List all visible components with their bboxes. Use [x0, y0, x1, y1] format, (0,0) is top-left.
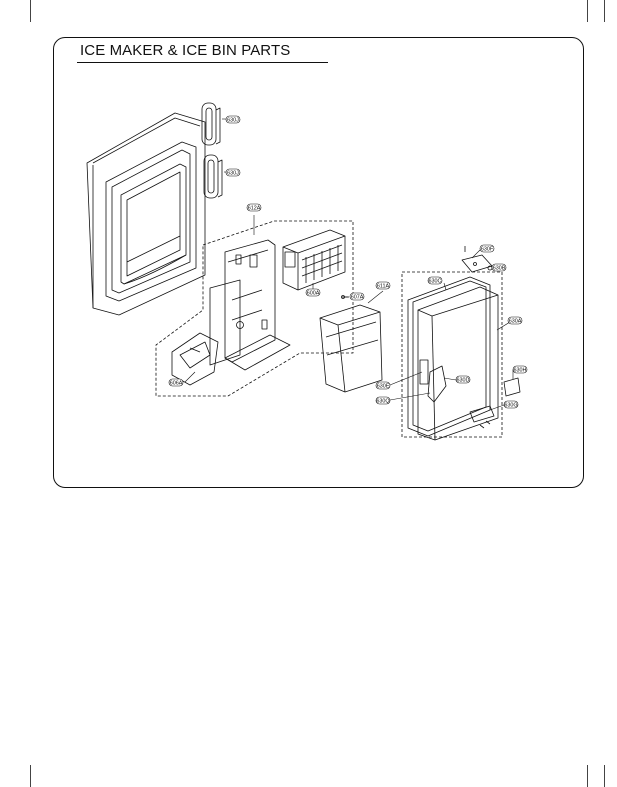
callout-612A: 612A	[246, 203, 262, 211]
callout-600A: 600A	[305, 288, 321, 296]
part-600A-ice-maker	[282, 229, 346, 291]
callout-630D: 630D	[455, 375, 471, 383]
part-630E-latch	[419, 359, 429, 385]
part-630D-handle	[427, 365, 447, 403]
callout-630G: 630G	[503, 400, 519, 408]
callout-630H: 630H	[512, 365, 528, 373]
page-title: ICE MAKER & ICE BIN PARTS	[80, 42, 291, 59]
svg-text:612A: 612A	[248, 205, 261, 211]
callout-630C: 630C	[427, 276, 443, 284]
callout-630Q: 630Q	[375, 396, 391, 404]
svg-text:630J: 630J	[227, 170, 239, 176]
diagram-frame	[53, 37, 584, 488]
crop-mark-bottom-left	[30, 765, 31, 787]
svg-text:630C: 630C	[429, 278, 442, 284]
leader-lines	[184, 118, 514, 411]
svg-text:630B: 630B	[493, 265, 506, 271]
part-630J-lower-gasket	[203, 154, 223, 199]
part-630C-gasket	[407, 276, 491, 437]
callout-630E: 630E	[375, 381, 391, 389]
svg-text:600A: 600A	[307, 290, 320, 296]
part-630A-bin-door	[417, 286, 499, 441]
svg-text:607A: 607A	[351, 294, 364, 300]
crop-mark-top-left	[30, 0, 31, 22]
part-630G-bracket	[469, 405, 495, 429]
callout-630A: 630A	[507, 316, 523, 324]
part-606A-cover	[171, 332, 219, 386]
callout-630J-bottom: 630J	[225, 168, 241, 176]
svg-text:630G: 630G	[504, 402, 517, 408]
svg-text:606A: 606A	[170, 380, 183, 386]
callout-labels: 630J 630J 612A 600A 607A 611A 606A 630F	[168, 115, 528, 408]
svg-text:630A: 630A	[509, 318, 522, 324]
door-panel	[86, 112, 206, 316]
part-630H-clip	[503, 377, 521, 397]
assembly-630-boundary	[401, 271, 503, 438]
part-612A-bracket	[209, 239, 291, 371]
svg-text:630D: 630D	[457, 377, 470, 383]
crop-mark-right-lower	[604, 765, 605, 787]
part-630J-upper-gasket	[201, 102, 221, 146]
svg-text:630E: 630E	[377, 383, 390, 389]
svg-text:611A: 611A	[377, 283, 390, 289]
part-611A-bin-front	[319, 304, 383, 393]
assembly-612A-boundary	[155, 220, 354, 397]
title-underline	[77, 62, 328, 64]
callout-630J-top: 630J	[225, 115, 241, 123]
callout-630F: 630F	[479, 244, 495, 252]
crop-mark-top-right	[587, 0, 588, 22]
svg-text:630Q: 630Q	[376, 398, 389, 404]
callout-630B: 630B	[491, 263, 507, 271]
crop-mark-bottom-right	[587, 765, 588, 787]
svg-text:630H: 630H	[514, 367, 527, 373]
crop-mark-right-upper	[604, 0, 605, 22]
callout-607A: 607A	[349, 292, 365, 300]
callout-606A: 606A	[168, 378, 184, 386]
svg-text:630J: 630J	[227, 117, 239, 123]
svg-text:630F: 630F	[481, 246, 494, 252]
callout-611A: 611A	[375, 281, 391, 289]
